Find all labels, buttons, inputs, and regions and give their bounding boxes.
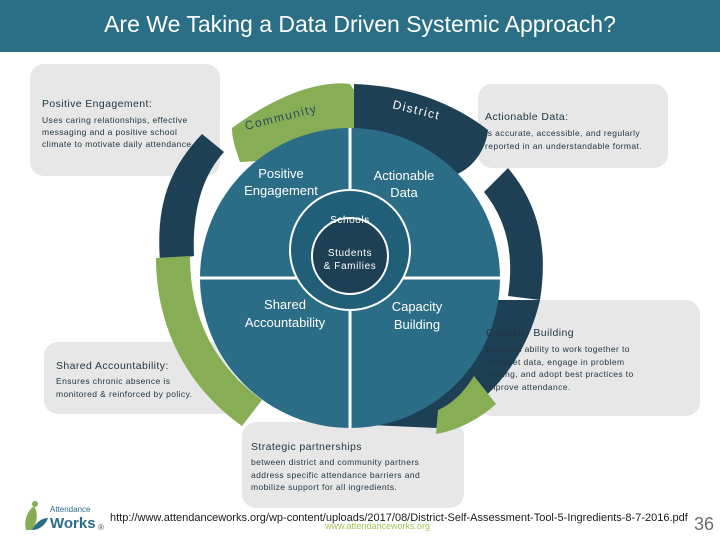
caption-shared: Shared Accountability: Ensures chronic a… bbox=[56, 360, 234, 400]
caption-strategic-line: address specific attendance barriers and bbox=[251, 469, 421, 480]
students-label-line2: & Families bbox=[324, 261, 377, 272]
logo-registered: ® bbox=[98, 523, 104, 532]
watermark: www.attendanceworks.org bbox=[325, 521, 431, 531]
caption-shared-heading: Shared Accountability: bbox=[56, 360, 169, 372]
caption-positive-line: Uses caring relationships, effective bbox=[42, 115, 188, 125]
logo-mark-icon: Attendance Works ® bbox=[25, 501, 104, 532]
card-strategic-partnerships bbox=[242, 422, 464, 508]
quadrant-actionable-line1: Actionable bbox=[374, 168, 435, 183]
caption-actionable: Actionable Data: Is accurate, accessible… bbox=[485, 111, 665, 153]
caption-strategic: Strategic partnerships between district … bbox=[251, 441, 461, 494]
page-title: Are We Taking a Data Driven Systemic App… bbox=[104, 11, 616, 37]
logo-text-bottom: Works bbox=[50, 515, 96, 532]
caption-capacity-heading: Capacity Building bbox=[486, 327, 574, 339]
caption-capacity-line: interpret data, engage in problem bbox=[486, 356, 625, 367]
outer-arc-bottom-left bbox=[156, 256, 262, 426]
caption-actionable-line: Is accurate, accessible, and regularly bbox=[485, 128, 641, 138]
caption-actionable-line: reported in an understandable format. bbox=[485, 141, 643, 151]
logo-text-top: Attendance bbox=[50, 505, 91, 514]
source-url[interactable]: http://www.attendanceworks.org/wp-conten… bbox=[110, 512, 688, 524]
quadrant-positive-line1: Positive bbox=[258, 166, 304, 181]
caption-positive-line: messaging and a positive school bbox=[42, 127, 178, 137]
quadrant-shared-line2: Accountability bbox=[245, 315, 326, 330]
title-bar: Are We Taking a Data Driven Systemic App… bbox=[0, 0, 720, 52]
caption-capacity: Capacity Building Expands ability to wor… bbox=[486, 327, 691, 393]
card-actionable-data bbox=[478, 84, 668, 168]
caption-positive: Positive Engagement: Uses caring relatio… bbox=[42, 98, 217, 150]
caption-positive-heading: Positive Engagement: bbox=[42, 98, 153, 110]
caption-actionable-heading: Actionable Data: bbox=[485, 111, 569, 123]
caption-strategic-heading: Strategic partnerships bbox=[251, 441, 362, 453]
quadrant-capacity-line1: Capacity bbox=[392, 299, 443, 314]
caption-shared-line: monitored & reinforced by policy. bbox=[56, 388, 193, 399]
quadrant-positive-line2: Engagement bbox=[244, 183, 318, 198]
caption-strategic-line: between district and community partners bbox=[251, 457, 420, 467]
students-label-line1: Students bbox=[328, 248, 372, 259]
quadrant-shared-line1: Shared bbox=[264, 297, 306, 312]
outer-arc-left bbox=[159, 134, 224, 262]
quadrant-capacity-line2: Building bbox=[394, 317, 440, 332]
caption-positive-line: climate to motivate daily attendance. bbox=[42, 139, 195, 149]
caption-strategic-line: mobilize support for all ingredients. bbox=[251, 482, 398, 492]
page-number: 36 bbox=[693, 514, 714, 534]
students-core bbox=[311, 217, 389, 295]
outer-arc-right bbox=[484, 168, 543, 300]
schools-label: Schools bbox=[330, 215, 370, 226]
caption-capacity-line: Expands ability to work together to bbox=[486, 344, 630, 354]
outer-arc-green-small bbox=[436, 376, 496, 434]
caption-capacity-line: solving, and adopt best practices to bbox=[486, 369, 634, 379]
attendance-works-logo: Attendance Works ® bbox=[22, 500, 106, 534]
caption-capacity-line: improve attendance. bbox=[486, 381, 571, 392]
quadrant-actionable-line2: Data bbox=[390, 185, 418, 200]
caption-shared-line: Ensures chronic absence is bbox=[56, 376, 171, 386]
